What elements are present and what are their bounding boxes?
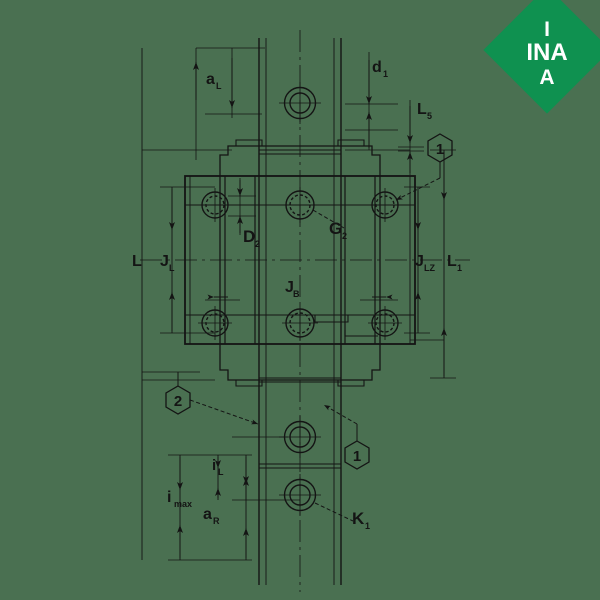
logo-line-2: INA [526,39,567,66]
dimension-labels: a L d 1 L 5 D 2 G 2 J B L J L J LZ L 1 i… [132,59,462,531]
label-i-max: i [167,489,171,506]
dim-L-1 [410,149,456,379]
dim-J-L [160,186,215,334]
label-J-LZ: J [415,253,424,270]
label-D-2: D [243,227,255,246]
callout-labels: 1 2 1 [174,141,444,465]
label-L-5: L [417,101,427,118]
dim-D-2 [228,178,256,235]
label-i-max-sub: max [174,499,192,509]
leader-K-1 [314,502,354,522]
callout-1-top-text: 1 [436,141,444,158]
label-L-1-sub: 1 [457,263,462,273]
dim-a-R [232,436,300,560]
dim-L-5 [398,100,424,175]
rail-hole-lower-2 [279,474,321,516]
leader-G-2 [312,209,345,229]
label-K-1-sub: 1 [365,521,370,531]
carriage-lube-port-top [282,187,318,223]
dim-i-max [168,454,252,561]
label-d-1-sub: 1 [383,69,388,79]
label-L-5-sub: 5 [427,111,432,121]
label-a-L: a [206,71,215,88]
callout-1-bottom [323,404,370,470]
label-a-L-sub: L [216,81,222,91]
label-J-L: J [160,253,169,270]
ina-logo: I INA A [483,0,600,114]
carriage-thread-bl [198,306,232,340]
dim-J-LZ [404,186,430,334]
carriage-thread-tl [198,188,232,222]
label-G-2: G [329,219,342,238]
carriage-lube-port-bottom [282,305,318,341]
logo-line-1: I [544,18,550,41]
carriage-thread-br [368,306,402,340]
callout-2-left-text: 2 [174,393,182,410]
callout-1-bottom-text: 1 [353,448,361,465]
callout-1-top [395,133,453,201]
label-a-R-sub: R [213,516,220,526]
carriage-thread-tr [368,188,402,222]
label-J-B-sub: B [293,289,300,299]
label-J-L-sub: L [169,263,175,273]
dim-a-L [193,47,265,160]
label-D-2-sub: 2 [255,239,260,249]
label-G-2-sub: 2 [342,231,347,241]
label-i-L-sub: L [218,467,224,477]
guide-rail [258,38,342,585]
dim-d-1 [345,52,410,151]
callout-2-left [142,371,259,425]
label-d-1: d [372,59,382,76]
rail-hole-top [279,82,321,124]
label-L: L [132,253,142,270]
label-a-R: a [203,506,212,523]
label-L-1: L [447,253,457,270]
label-K-1: K [352,509,365,528]
label-i-L: i [212,457,216,474]
rail-hole-lower-1 [279,416,321,458]
logo-line-3: A [539,66,554,89]
label-J-B: J [285,279,294,296]
label-J-LZ-sub: LZ [424,263,435,273]
